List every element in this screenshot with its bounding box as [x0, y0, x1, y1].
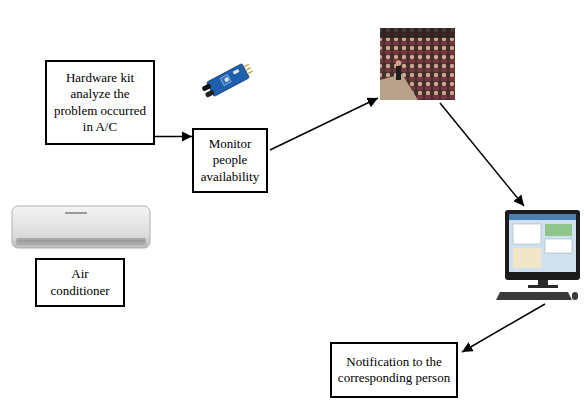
computer-picture — [496, 210, 580, 300]
process-box: Hardware kit analyze the problem occurre… — [45, 60, 155, 145]
sensor-picture — [200, 61, 254, 100]
box-text: Air conditioner — [42, 266, 118, 299]
flow-arrow — [270, 98, 378, 150]
air-conditioner-picture — [12, 206, 150, 248]
flow-arrow — [462, 304, 545, 352]
device-label-box: Air conditioner — [35, 258, 125, 307]
audience-photo — [380, 28, 455, 100]
box-text: Monitor people availability — [199, 136, 261, 185]
output-box: Notification to the corresponding person — [330, 342, 458, 398]
process-box: Monitor people availability — [192, 128, 268, 193]
box-text: Notification to the corresponding person — [337, 354, 451, 387]
flow-arrow — [440, 103, 524, 206]
box-text: Hardware kit analyze the problem occurre… — [52, 70, 148, 135]
flow-arrow — [155, 136, 192, 138]
